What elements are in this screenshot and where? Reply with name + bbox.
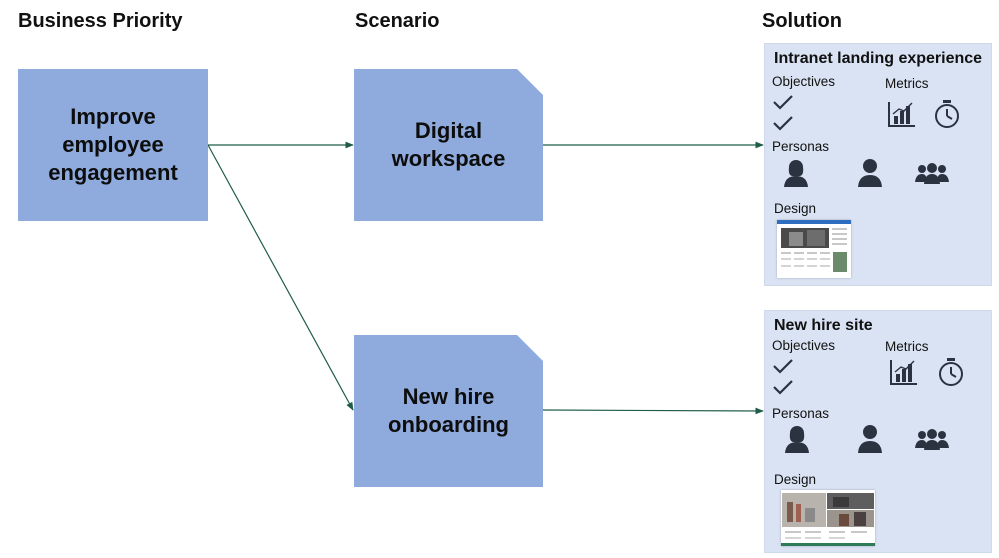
group-icon: [915, 428, 949, 452]
personas-label: Personas: [772, 139, 830, 154]
objectives-label: Objectives: [772, 74, 836, 89]
metrics-label: Metrics: [885, 339, 929, 354]
personas-label: Personas: [772, 406, 830, 421]
business-priority-label: Improve employee engagement: [48, 104, 178, 185]
header-scenario: Scenario: [355, 10, 440, 32]
person-icon: [856, 158, 884, 188]
design-label: Design: [774, 472, 817, 487]
header-business-priority: Business Priority: [18, 10, 183, 32]
woman-icon: [783, 423, 811, 453]
bar-chart-icon: [889, 358, 919, 386]
checkmark-icon: [772, 94, 794, 110]
connector-new-hire-to-new-hire-site: [542, 407, 764, 415]
design-thumbnail: [777, 220, 851, 278]
metrics-label: Metrics: [885, 76, 929, 91]
stopwatch-icon: [937, 357, 965, 387]
group-icon: [915, 162, 949, 186]
bar-chart-icon: [887, 100, 917, 128]
scenario-box-new-hire-onboarding: New hire onboarding: [354, 335, 543, 487]
checkmark-icon: [772, 115, 794, 131]
design-thumbnail: [781, 490, 875, 546]
woman-icon: [782, 157, 810, 187]
person-icon: [856, 424, 884, 454]
solution-panel-new-hire-site: New hire site Objectives Metrics Persona…: [764, 310, 992, 553]
stopwatch-icon: [933, 99, 961, 129]
header-solution: Solution: [762, 10, 842, 32]
scenario-label: New hire onboarding: [388, 384, 509, 437]
design-label: Design: [774, 201, 817, 216]
scenario-box-digital-workspace: Digital workspace: [354, 69, 543, 221]
checkmark-icon: [772, 379, 794, 395]
solution-panel-intranet: Intranet landing experience Objectives M…: [764, 43, 992, 286]
solution-title: New hire site: [774, 317, 873, 334]
scenario-label: Digital workspace: [391, 118, 506, 171]
checkmark-icon: [772, 358, 794, 374]
business-priority-box: Improve employee engagement: [18, 69, 208, 221]
objectives-label: Objectives: [772, 338, 836, 353]
solution-title: Intranet landing experience: [774, 50, 983, 67]
connector-priority-to-new-hire-onboarding: [207, 144, 354, 411]
